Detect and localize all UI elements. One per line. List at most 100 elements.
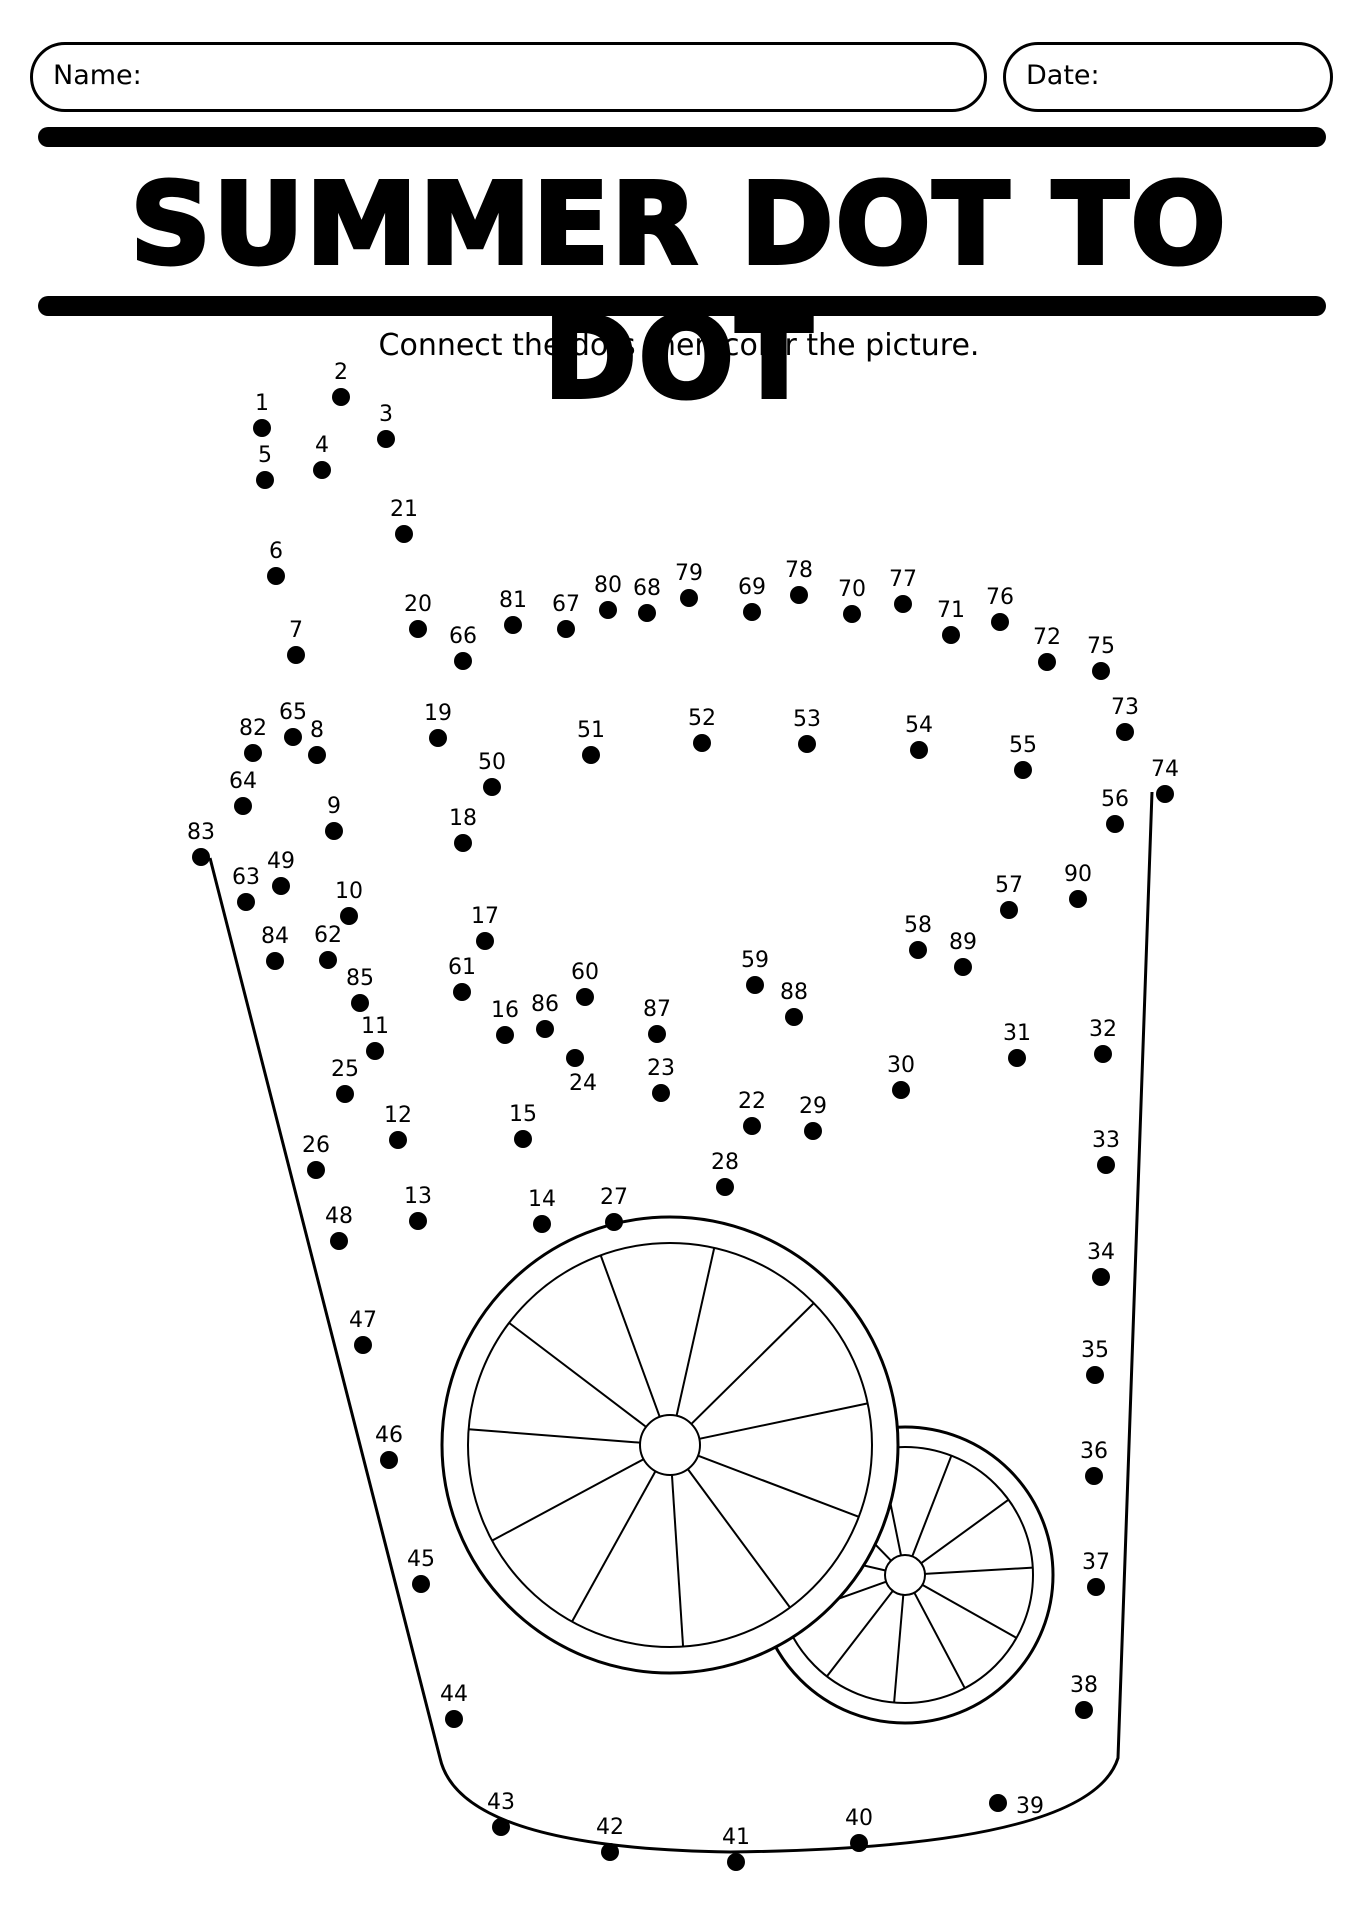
dot-label-43: 43 <box>487 1790 515 1815</box>
dot-label-89: 89 <box>949 930 977 955</box>
dot-1 <box>253 419 271 437</box>
dot-label-73: 73 <box>1111 695 1139 720</box>
dot-26 <box>307 1161 325 1179</box>
dot-label-32: 32 <box>1089 1017 1117 1042</box>
dot-48 <box>330 1232 348 1250</box>
dot-label-41: 41 <box>722 1825 750 1850</box>
dot-69 <box>743 603 761 621</box>
dot-label-63: 63 <box>232 865 260 890</box>
lemon-segment-line <box>687 1468 791 1609</box>
lemon-slice-front <box>440 1215 900 1675</box>
dot-label-3: 3 <box>379 402 393 427</box>
dot-49 <box>272 877 290 895</box>
dot-label-25: 25 <box>331 1057 359 1082</box>
dot-64 <box>234 797 252 815</box>
lemon-segment-line <box>670 1474 685 1647</box>
dot-19 <box>429 729 447 747</box>
lemon-segment-line <box>508 1322 647 1428</box>
lemon-segment-line <box>690 1302 815 1425</box>
dot-72 <box>1038 653 1056 671</box>
dot-35 <box>1086 1366 1104 1384</box>
dot-label-8: 8 <box>310 718 324 743</box>
dot-label-52: 52 <box>688 706 716 731</box>
dot-82 <box>244 744 262 762</box>
dot-label-14: 14 <box>528 1187 556 1212</box>
dot-label-37: 37 <box>1082 1550 1110 1575</box>
dot-label-36: 36 <box>1080 1439 1108 1464</box>
dot-33 <box>1097 1156 1115 1174</box>
dot-44 <box>445 1710 463 1728</box>
dot-label-83: 83 <box>187 820 215 845</box>
dot-label-72: 72 <box>1033 625 1061 650</box>
dot-80 <box>599 601 617 619</box>
dot-3 <box>377 430 395 448</box>
dot-label-71: 71 <box>937 598 965 623</box>
dot-61 <box>453 983 471 1001</box>
dot-label-44: 44 <box>440 1682 468 1707</box>
dot-label-39: 39 <box>1016 1794 1044 1819</box>
dot-67 <box>557 620 575 638</box>
dot-40 <box>850 1834 868 1852</box>
dot-label-53: 53 <box>793 707 821 732</box>
dot-label-49: 49 <box>267 849 295 874</box>
dot-71 <box>942 626 960 644</box>
dot-label-88: 88 <box>780 980 808 1005</box>
dot-25 <box>336 1085 354 1103</box>
lemon-segment-line <box>913 1592 966 1689</box>
dot-75 <box>1092 662 1110 680</box>
dot-label-10: 10 <box>335 879 363 904</box>
date-field[interactable]: Date: <box>1003 42 1333 112</box>
dot-20 <box>409 620 427 638</box>
dot-label-85: 85 <box>346 966 374 991</box>
dot-label-64: 64 <box>229 769 257 794</box>
dot-73 <box>1116 723 1134 741</box>
dot-53 <box>798 735 816 753</box>
lemon-segment-line <box>675 1247 716 1416</box>
dot-label-77: 77 <box>889 567 917 592</box>
dot-label-2: 2 <box>334 360 348 385</box>
dot-14 <box>533 1215 551 1233</box>
dot-label-82: 82 <box>239 716 267 741</box>
dot-88 <box>785 1008 803 1026</box>
dot-label-19: 19 <box>424 701 452 726</box>
dot-17 <box>476 932 494 950</box>
dot-label-30: 30 <box>887 1053 915 1078</box>
dot-90 <box>1069 890 1087 908</box>
dot-58 <box>909 941 927 959</box>
dot-16 <box>496 1026 514 1044</box>
dot-83 <box>192 848 210 866</box>
dot-label-46: 46 <box>375 1423 403 1448</box>
lemon-segment-line <box>924 1566 1033 1575</box>
dot-label-75: 75 <box>1087 634 1115 659</box>
dot-27 <box>605 1213 623 1231</box>
dot-label-17: 17 <box>471 904 499 929</box>
dot-label-70: 70 <box>838 577 866 602</box>
dot-34 <box>1092 1268 1110 1286</box>
lemon-segment-line <box>571 1470 657 1623</box>
dot-label-4: 4 <box>315 433 329 458</box>
dot-label-56: 56 <box>1101 787 1129 812</box>
dot-7 <box>287 646 305 664</box>
dot-label-23: 23 <box>647 1056 675 1081</box>
dot-38 <box>1075 1701 1093 1719</box>
dot-56 <box>1106 815 1124 833</box>
dot-label-84: 84 <box>261 924 289 949</box>
dot-36 <box>1085 1467 1103 1485</box>
dot-39 <box>989 1794 1007 1812</box>
dot-65 <box>284 728 302 746</box>
dot-label-45: 45 <box>407 1547 435 1572</box>
lemon-segment-line <box>468 1428 641 1444</box>
dot-84 <box>266 952 284 970</box>
dot-60 <box>576 988 594 1006</box>
dot-label-62: 62 <box>314 923 342 948</box>
dot-label-76: 76 <box>986 585 1014 610</box>
dot-label-18: 18 <box>449 806 477 831</box>
lemon-segment-line <box>911 1455 953 1557</box>
name-field[interactable]: Name: <box>30 42 987 112</box>
bottom-rule <box>38 296 1326 316</box>
dot-label-34: 34 <box>1087 1240 1115 1265</box>
lemon-segment-line <box>893 1594 905 1703</box>
dot-label-26: 26 <box>302 1133 330 1158</box>
dot-79 <box>680 589 698 607</box>
dot-label-33: 33 <box>1092 1128 1120 1153</box>
